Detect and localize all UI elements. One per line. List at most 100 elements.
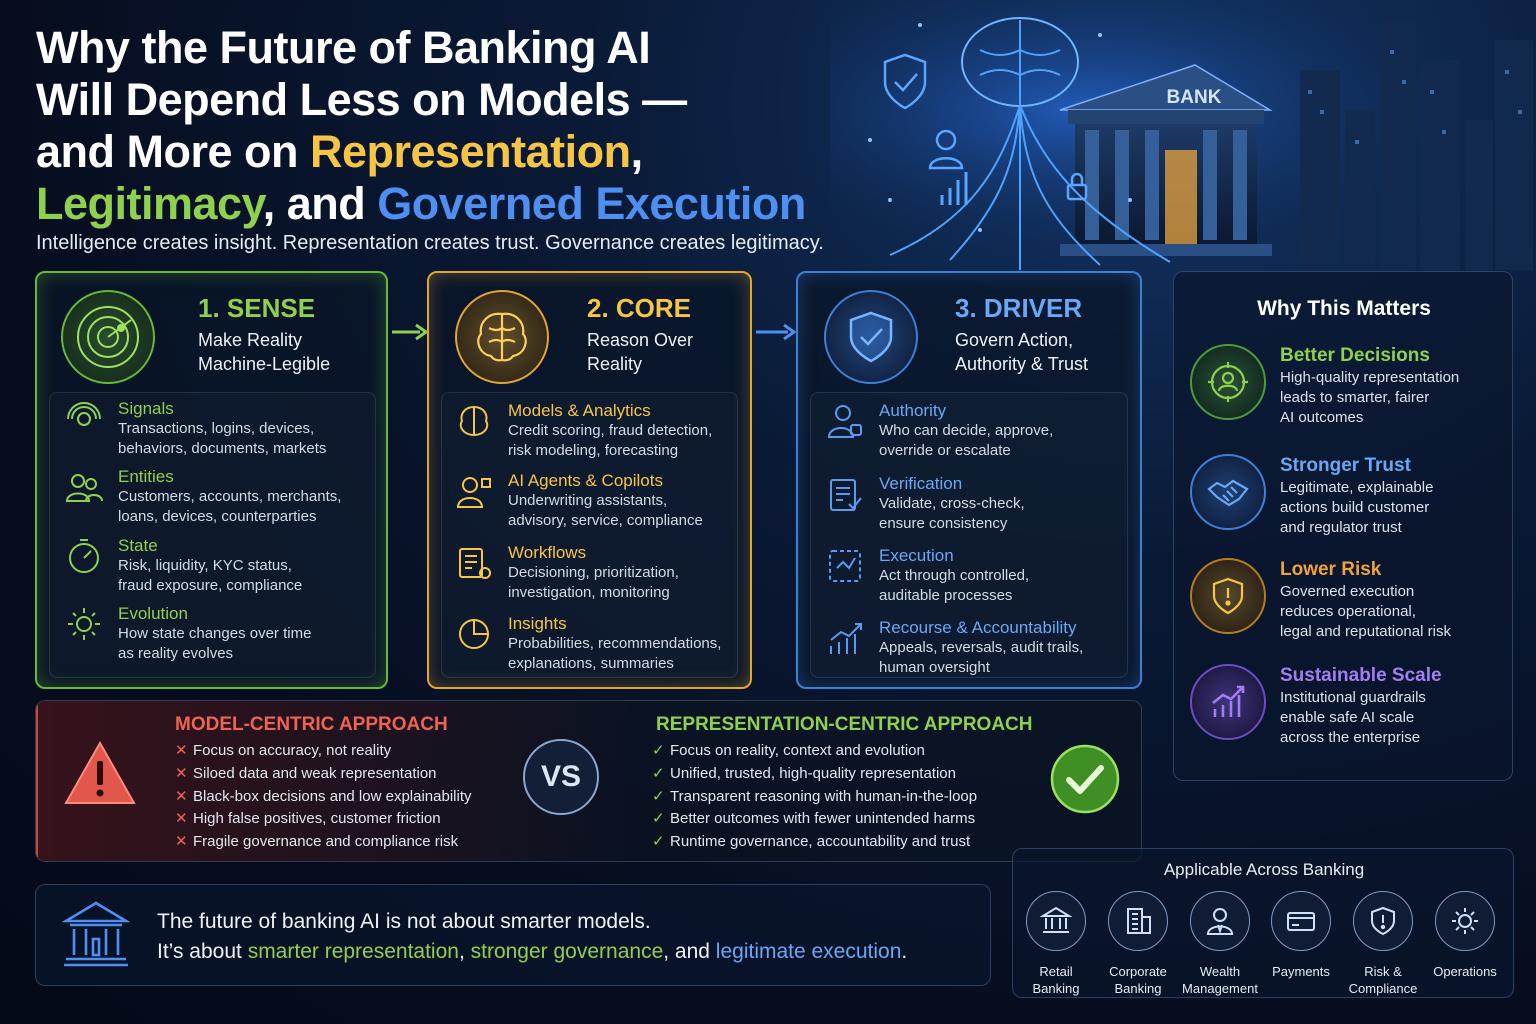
shield-check-icon: [824, 290, 918, 384]
sense-pillar-card: 1. SENSE Make Reality Machine-Legible Si…: [35, 271, 388, 689]
list-item-text: Black-box decisions and low explainabili…: [193, 787, 472, 805]
item-title: Models & Analytics: [508, 401, 651, 420]
why-item-desc: and regulator trust: [1280, 519, 1402, 536]
bank-sign: BANK: [1167, 87, 1222, 108]
core-pillar-card: 2. CORE Reason Over Reality Models & Ana…: [427, 271, 752, 689]
x-mark-icon: ✕: [175, 764, 188, 782]
driver-subtitle-line-1: Govern Action,: [955, 330, 1074, 350]
item-title: Signals: [118, 399, 174, 418]
shield-alert-icon: [1190, 558, 1266, 634]
authority-icon: [827, 405, 862, 438]
item-desc: ensure consistency: [879, 515, 1008, 532]
list-item-text: Fragile governance and compliance risk: [193, 833, 459, 851]
statement-highlight-representation: smarter representation: [247, 940, 459, 963]
item-title: Authority: [879, 401, 947, 420]
check-icon: ✓: [652, 810, 665, 828]
workflow-icon: [459, 548, 491, 579]
shield-check-icon: [883, 53, 927, 110]
driver-subtitle: Govern Action, Authority & Trust: [955, 328, 1088, 376]
item-title: Insights: [508, 614, 567, 633]
item-desc: Appeals, reversals, audit trails,: [879, 639, 1084, 656]
person-icon: [928, 129, 964, 170]
list-item-text: Unified, trusted, high-quality represent…: [670, 764, 956, 782]
core-subtitle: Reason Over Reality: [587, 328, 693, 376]
item-desc: human oversight: [879, 659, 990, 676]
why-item-desc: AI outcomes: [1280, 409, 1364, 426]
sense-title: 1. SENSE: [198, 293, 316, 323]
item-desc: investigation, monitoring: [508, 584, 670, 601]
sense-subtitle-line-1: Make Reality: [198, 330, 303, 350]
list-item-text: Better outcomes with fewer unintended ha…: [670, 810, 976, 828]
checklist-icon: [830, 479, 862, 511]
item-desc: loans, devices, counterparties: [118, 508, 317, 525]
bank-building-icon: [1059, 64, 1273, 256]
item-desc: override or escalate: [879, 442, 1011, 459]
stopwatch-icon: [69, 539, 99, 573]
check-icon: ✓: [652, 764, 665, 782]
statement-line-1: The future of banking AI is not about sm…: [157, 910, 651, 933]
arrow-right-icon: [756, 323, 797, 341]
title-line-3: and More on Representation,: [36, 126, 856, 178]
why-item-desc: Legitimate, explainable: [1280, 479, 1434, 496]
segment-label-line: Banking: [1032, 981, 1080, 996]
why-item-desc: legal and reputational risk: [1280, 623, 1451, 640]
list-item: ✕High false positives, customer friction: [175, 808, 471, 831]
subtitle: Intelligence creates insight. Representa…: [36, 232, 824, 254]
statement-text: ,: [458, 940, 471, 963]
item-desc: Risk, liquidity, KYC status,: [118, 557, 292, 574]
item-desc: Act through controlled,: [879, 567, 1030, 584]
segment-label-line: Retail: [1039, 964, 1073, 979]
list-item: ✕ Fragile governance and compliance risk: [175, 831, 471, 854]
segment-label-line: Management: [1182, 981, 1258, 996]
item-desc: behaviors, documents, markets: [118, 440, 327, 457]
segment-label-line: Corporate: [1109, 964, 1167, 979]
model-centric-title: MODEL-CENTRIC APPROACH: [175, 714, 448, 735]
lock-icon: [1066, 172, 1088, 201]
title-highlight-representation: Representation: [310, 126, 631, 177]
radar-icon: [61, 290, 155, 384]
bank-icon: [1026, 891, 1086, 951]
x-mark-icon: ✕: [175, 787, 188, 805]
item-desc: fraud exposure, compliance: [118, 577, 303, 594]
sense-subtitle: Make Reality Machine-Legible: [198, 328, 330, 376]
why-item-title: Lower Risk: [1280, 559, 1382, 580]
title-highlight-legitimacy: Legitimacy: [36, 178, 263, 229]
statement-text: It’s about: [157, 940, 248, 963]
segment-label: Operations: [1424, 963, 1506, 980]
check-icon: ✓: [652, 787, 665, 805]
model-centric-list: ✕Focus on accuracy, not reality ✕Siloed …: [175, 740, 471, 854]
representation-centric-list: ✓Focus on reality, context and evolution…: [652, 740, 977, 854]
segment-risk-compliance: Risk &Compliance: [1342, 891, 1424, 997]
item-desc: as reality evolves: [118, 645, 234, 662]
people-icon: [65, 474, 103, 502]
x-mark-icon: ✕: [175, 833, 188, 851]
title-line-1: Why the Future of Banking AI: [36, 22, 651, 73]
item-desc: auditable processes: [879, 587, 1013, 604]
item-title: Execution: [879, 546, 954, 565]
sense-subtitle-line-2: Machine-Legible: [198, 354, 331, 374]
why-item-desc: Governed execution: [1280, 583, 1415, 600]
credit-card-icon: [1271, 891, 1331, 951]
check-icon: ✓: [652, 833, 665, 851]
item-desc: Transactions, logins, devices,: [118, 420, 315, 437]
item-title: AI Agents & Copilots: [508, 471, 663, 490]
statement-line-2: It’s about smarter representation, stron…: [157, 937, 907, 967]
evolution-icon: [68, 608, 100, 640]
list-item: ✕ Black-box decisions and low explainabil…: [175, 786, 471, 809]
why-item-desc: reduces operational,: [1280, 603, 1416, 620]
